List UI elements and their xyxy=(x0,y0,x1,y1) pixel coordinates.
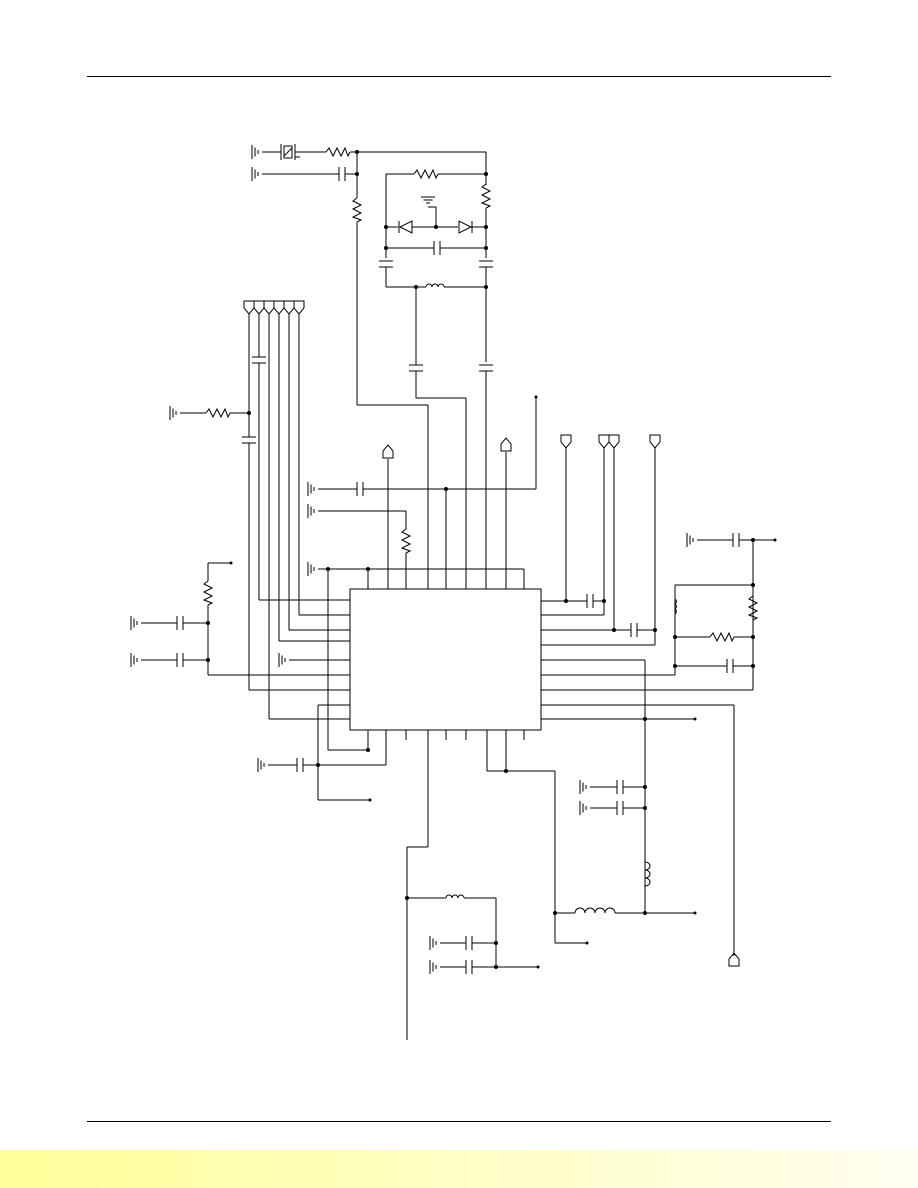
inductor-symbol xyxy=(674,598,677,615)
resistor-symbol xyxy=(325,147,351,157)
inductor-symbol xyxy=(644,861,651,887)
right-side-network xyxy=(541,434,777,967)
bottom-network xyxy=(405,730,645,1040)
inductor-symbol xyxy=(445,894,465,899)
inductor-symbol xyxy=(425,283,445,288)
header-rule xyxy=(87,76,831,77)
left-components xyxy=(130,561,387,802)
footer-band xyxy=(0,1150,918,1188)
diode-symbol xyxy=(398,220,413,234)
ic-package xyxy=(349,588,542,731)
resistor-symbol xyxy=(352,197,362,223)
inductor-symbol xyxy=(574,907,616,914)
left-connector-bus xyxy=(169,300,350,720)
top-oscillator-network xyxy=(251,144,494,589)
capacitor-symbol xyxy=(338,166,346,182)
diode-symbol xyxy=(458,220,473,234)
top-ic-pins xyxy=(307,395,538,589)
footer-rule xyxy=(87,1121,831,1122)
